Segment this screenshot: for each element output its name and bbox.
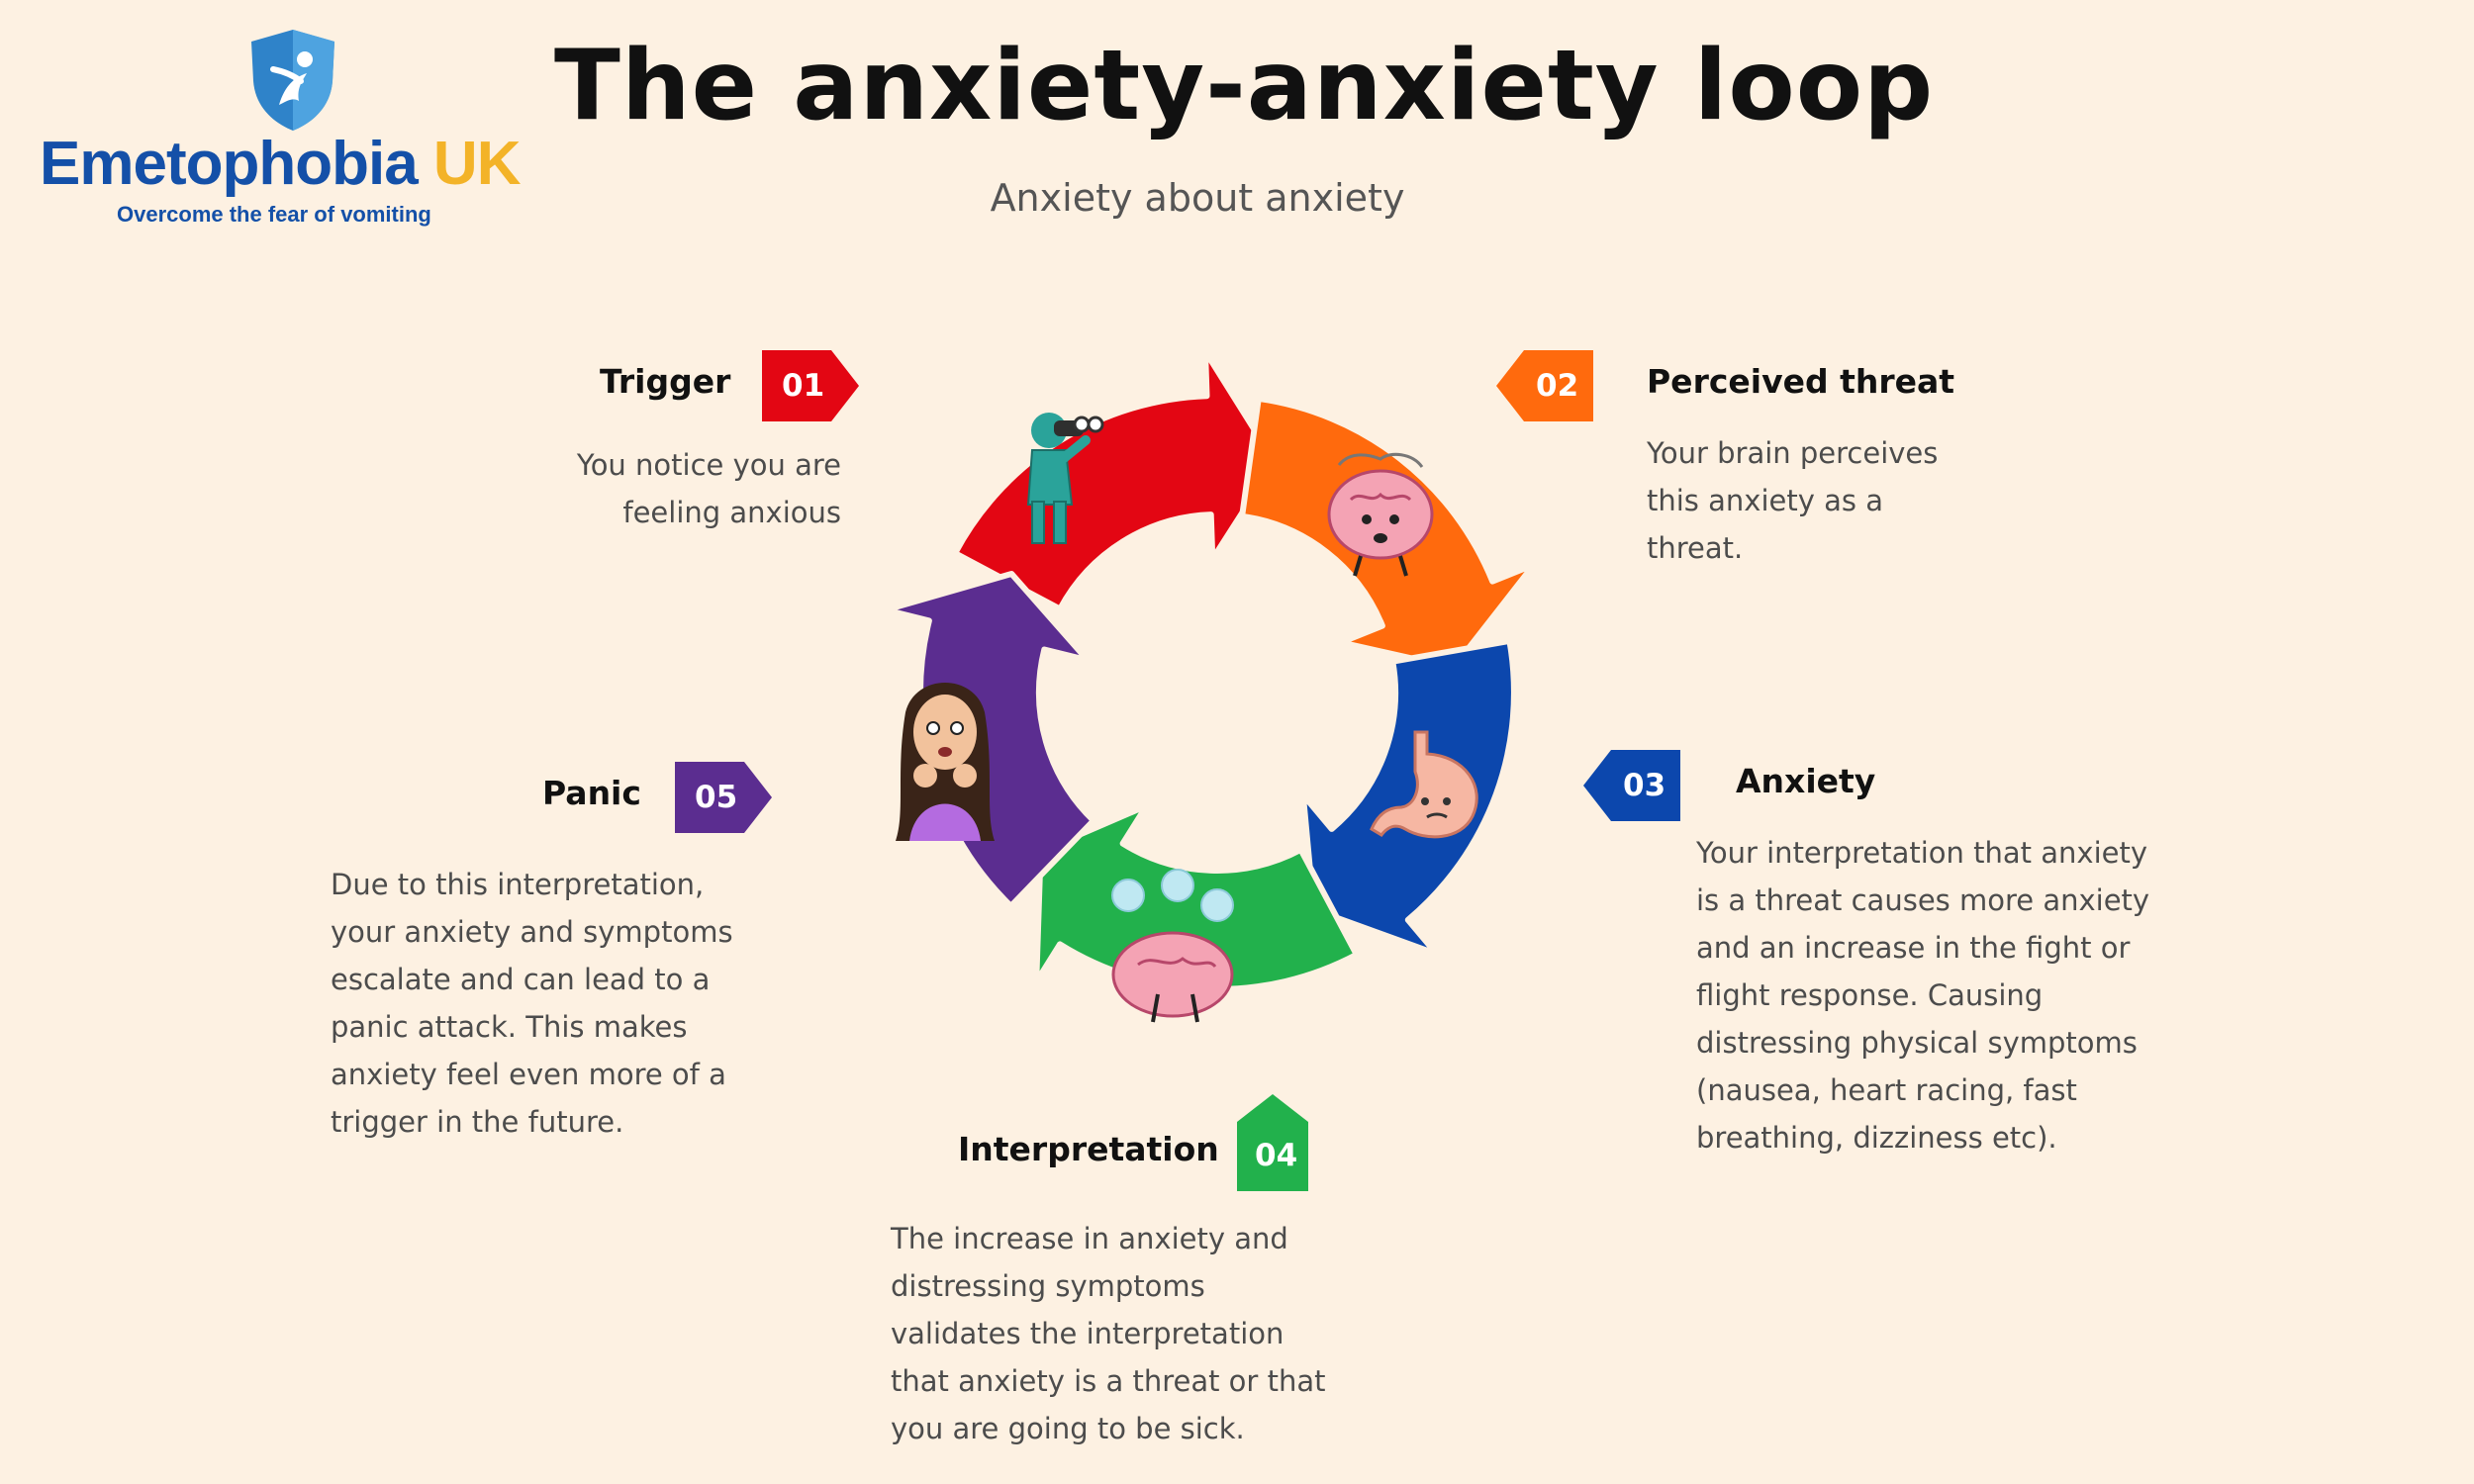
step-number-05: 05 <box>695 780 738 815</box>
binoculars-person-icon <box>1026 413 1104 544</box>
step-title-interpretation: Interpretation <box>958 1130 1219 1168</box>
step-title-panic: Panic <box>542 774 641 812</box>
step-desc-panic: Due to this interpretation, your anxiety… <box>331 868 733 1139</box>
step-number-04: 04 <box>1255 1138 1298 1173</box>
step-desc-trigger: You notice you are feeling anxious <box>576 448 841 529</box>
step-badge-05 <box>675 762 772 833</box>
logo-wordmark: Emetophobia UK <box>40 130 521 198</box>
step-title-trigger: Trigger <box>600 362 731 401</box>
step-badge-04 <box>1237 1094 1308 1191</box>
brain-thinking-icon <box>1111 869 1234 1023</box>
worried-girl-icon <box>896 683 995 841</box>
step-title-anxiety: Anxiety <box>1736 762 1876 800</box>
cycle-arrow-anxiety <box>1299 637 1517 958</box>
cycle-diagram <box>883 348 1537 1023</box>
cycle-arrow-trigger <box>952 348 1279 612</box>
step-badge-02 <box>1496 350 1593 421</box>
step-desc-perceived-threat: Your brain perceives this anxiety as a t… <box>1647 436 1939 565</box>
page-title: The anxiety-anxiety loop <box>554 30 1935 142</box>
step-number-01: 01 <box>782 368 825 404</box>
step-number-03: 03 <box>1623 768 1666 803</box>
stomach-icon <box>1370 730 1478 839</box>
step-badge-03 <box>1583 750 1680 821</box>
logo-tagline: Overcome the fear of vomiting <box>117 202 431 227</box>
brain-worried-icon <box>1327 452 1434 577</box>
step-desc-interpretation: The increase in anxiety and distressing … <box>891 1222 1326 1445</box>
cycle-arrow-interpretation <box>1033 802 1360 992</box>
step-title-perceived-threat: Perceived threat <box>1647 362 1955 401</box>
page-subtitle: Anxiety about anxiety <box>990 176 1405 220</box>
shield-logo-icon <box>251 30 334 131</box>
step-badge-01 <box>762 350 859 421</box>
step-desc-anxiety: Your interpretation that anxiety is a th… <box>1696 836 2150 1155</box>
step-number-02: 02 <box>1536 368 1579 404</box>
logo: Emetophobia UK Overcome the fear of vomi… <box>40 26 534 233</box>
